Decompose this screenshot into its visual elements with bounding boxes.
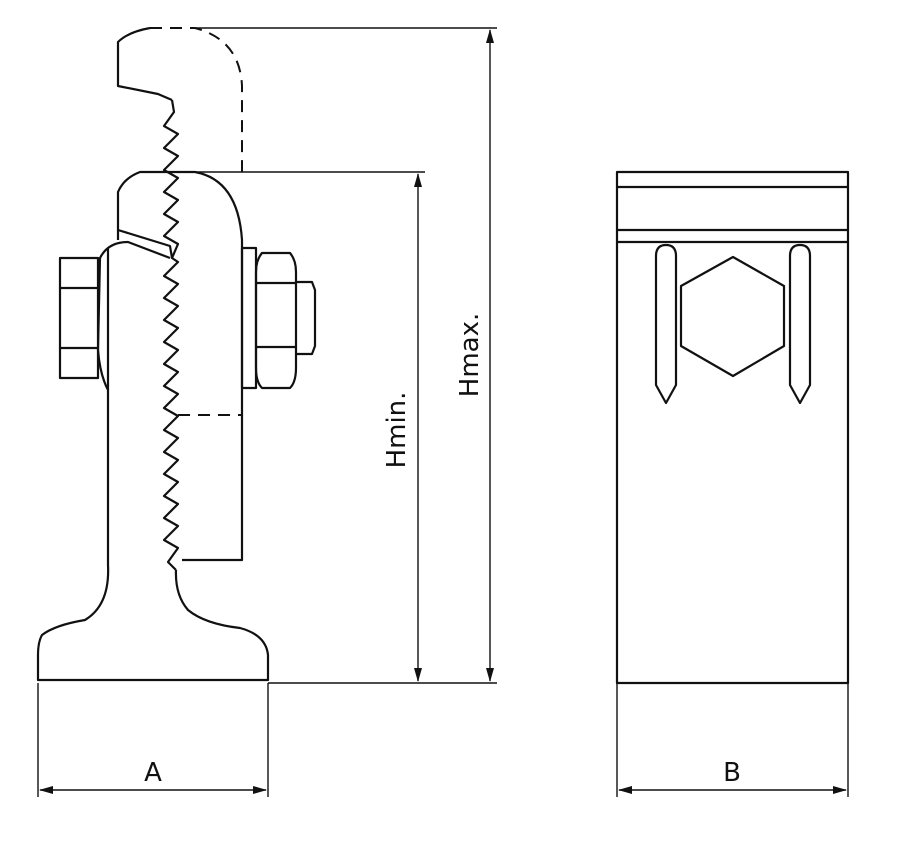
bolt-end	[296, 280, 317, 356]
left-nut	[58, 256, 100, 380]
upper-jaw-phantom	[150, 27, 243, 172]
a-label: A	[144, 758, 162, 788]
side-view	[36, 26, 317, 682]
slot-left	[654, 243, 678, 405]
jaw-lip	[117, 228, 174, 259]
slot-right	[788, 243, 812, 405]
upper-jaw-outline	[116, 26, 173, 102]
body-stem	[36, 240, 270, 682]
hmax-label: Hmax.	[455, 313, 485, 397]
washer	[240, 246, 258, 390]
hex-nut	[679, 255, 786, 378]
hmin-label: Hmin.	[382, 392, 412, 469]
b-label: B	[723, 758, 741, 788]
front-view	[615, 170, 850, 685]
right-nut	[254, 251, 298, 390]
serrated-rack	[162, 99, 180, 571]
lower-jaw	[116, 170, 244, 562]
